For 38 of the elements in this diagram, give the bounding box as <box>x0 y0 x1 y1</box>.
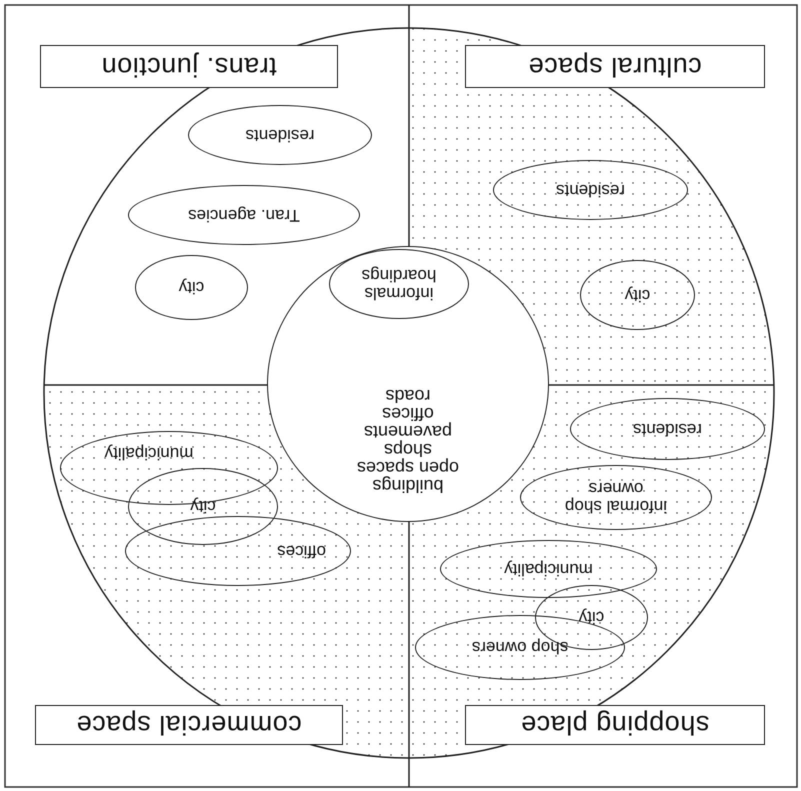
node-text: residents <box>633 420 702 438</box>
quadrant-label-box <box>35 705 343 745</box>
ellipse <box>520 465 712 530</box>
node-text: offices <box>277 542 326 560</box>
node-text: buildings <box>372 477 444 495</box>
node-text: city <box>178 278 204 296</box>
node-text: shop owners <box>472 638 568 656</box>
node-text: roads <box>385 387 431 405</box>
ellipse <box>440 540 657 598</box>
node-text: city <box>624 286 650 304</box>
node-text: informal shop owners <box>564 480 668 516</box>
ellipse <box>493 160 688 220</box>
node-text: offices <box>382 405 434 423</box>
node-text: cultural space <box>528 51 702 82</box>
node-text: pavements <box>364 423 452 441</box>
ellipse <box>570 398 765 460</box>
node-text: residents <box>556 181 625 199</box>
node-text: open spaces <box>356 459 460 477</box>
node-text: municipality <box>504 560 593 578</box>
node-text: Tran. agencies <box>188 206 300 224</box>
node-text: residents <box>246 126 314 144</box>
quadrant-label-box <box>40 45 338 88</box>
node-text: commercial space <box>76 710 302 740</box>
quadrant-label-box <box>465 705 765 745</box>
ellipse <box>188 105 372 165</box>
ellipse <box>135 255 248 320</box>
node-text: informals hoardings <box>360 266 438 302</box>
quadrant-label-box <box>465 45 765 88</box>
node-text: city <box>578 608 604 626</box>
ellipse <box>125 516 351 586</box>
node-text: municipality <box>104 444 194 462</box>
ellipse <box>580 260 695 330</box>
ellipse <box>128 468 278 545</box>
node-text: trans. junction <box>101 51 277 82</box>
ellipse <box>329 249 469 319</box>
node-text: shops <box>384 441 432 459</box>
ellipse <box>128 185 360 245</box>
node-text: shopping place <box>520 710 710 740</box>
